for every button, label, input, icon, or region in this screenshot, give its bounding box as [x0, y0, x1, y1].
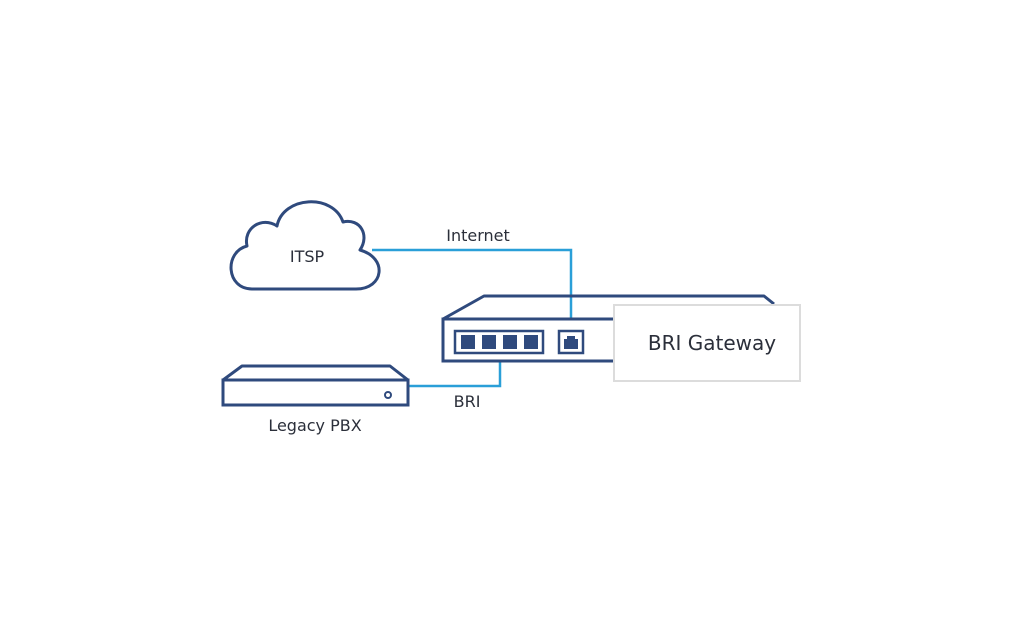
internet-link-line [372, 248, 573, 334]
pbx-led-icon [384, 391, 392, 399]
internet-link [372, 248, 573, 334]
cloud-icon [229, 200, 381, 291]
itsp-label: ITSP [290, 247, 325, 266]
bri-port-3 [503, 335, 517, 349]
gateway-label-box [613, 304, 801, 382]
pbx-label: Legacy PBX [268, 416, 361, 435]
bri-port-2 [482, 335, 496, 349]
internet-label: Internet [446, 226, 510, 245]
gateway-chassis-top [442, 294, 775, 321]
bri-port-1 [461, 335, 475, 349]
pbx-chassis-top [222, 364, 409, 382]
gateway-label: BRI Gateway [648, 331, 776, 355]
bri-port-block [453, 329, 545, 355]
bri-port-4 [524, 335, 538, 349]
bri-label: BRI [454, 392, 481, 411]
bri-gateway-device: BRI Gateway [441, 294, 801, 382]
ethernet-port [557, 329, 585, 355]
ethernet-port-icon [564, 336, 578, 349]
bri-link-line [408, 353, 502, 388]
bri-port-frame [453, 329, 545, 355]
pbx-chassis-front [221, 378, 410, 407]
itsp-cloud: ITSP [229, 200, 381, 291]
legacy-pbx-device: Legacy PBX [221, 364, 410, 435]
bri-link [408, 353, 502, 388]
